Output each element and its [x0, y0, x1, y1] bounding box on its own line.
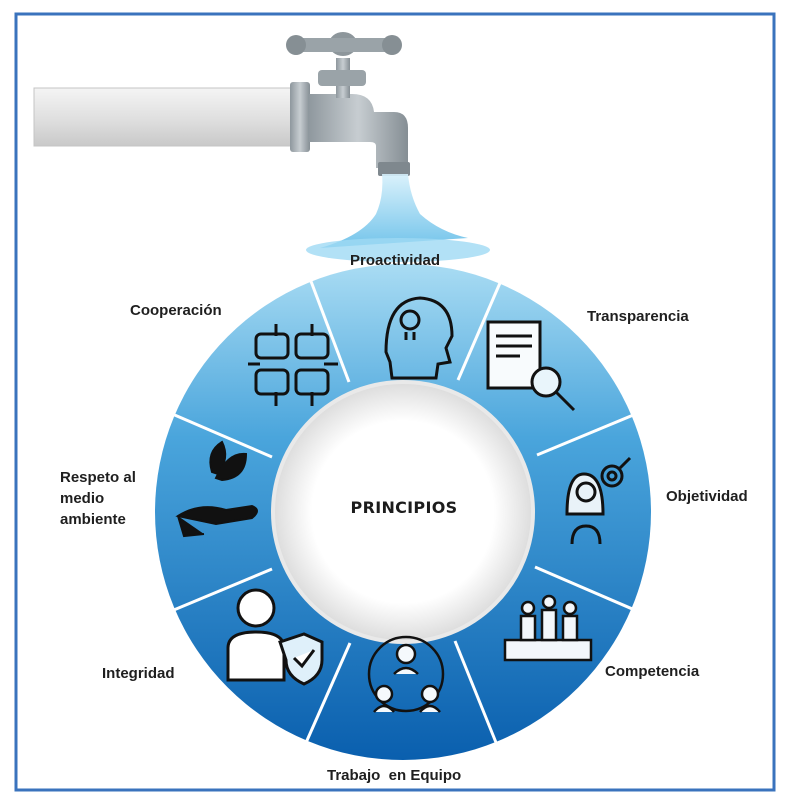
person-target-icon	[565, 456, 632, 545]
segment-label-competencia: Competencia	[605, 663, 700, 680]
center-title: PRINCIPIOS	[350, 498, 458, 517]
document-magnifier-icon	[486, 320, 576, 412]
water-stream	[306, 174, 490, 262]
segment-label-line-1: Respeto al	[60, 469, 136, 486]
podium-people-icon	[503, 594, 593, 662]
segment-label-line-2: medio	[60, 490, 105, 507]
segment-label-cooperacion: Cooperación	[130, 302, 222, 319]
joined-hands-icon	[248, 324, 338, 406]
segment-label-objetividad: Objetividad	[666, 488, 748, 505]
person-shield-icon	[226, 588, 324, 686]
team-circle-icon	[367, 635, 445, 713]
faucet-illustration	[33, 32, 410, 176]
hand-plant-icon	[175, 440, 258, 538]
segment-label-integridad: Integridad	[102, 665, 175, 682]
segment-label-transparencia: Transparencia	[587, 308, 689, 325]
segment-label-line-3: ambiente	[60, 511, 126, 528]
segment-label-trabajo-en-equipo: Trabajo en Equipo	[327, 767, 462, 784]
segment-label-proactividad: Proactividad	[350, 252, 441, 269]
segment-label-respeto-medio-ambiente: Respeto al medio ambiente	[60, 467, 136, 530]
head-lightbulb-icon	[384, 296, 454, 380]
